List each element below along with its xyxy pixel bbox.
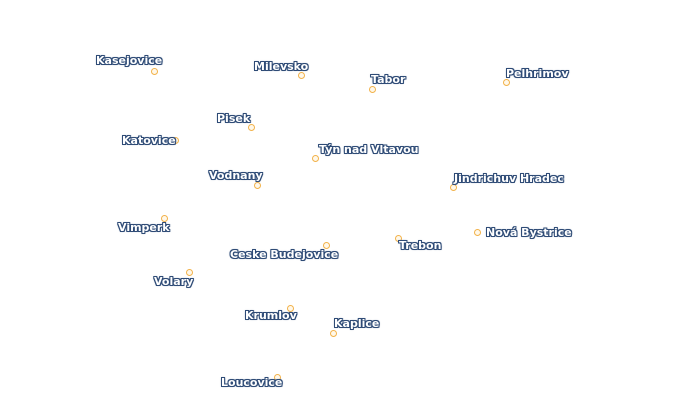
place-label-loucovice: Loucovice — [221, 376, 283, 389]
place-label-milevsko: Milevsko — [254, 60, 309, 73]
place-label-pisek: Pisek — [217, 112, 251, 125]
place-label-vimperk: Vimperk — [118, 221, 170, 234]
place-label-volary: Volary — [154, 275, 194, 288]
place-label-nova-bystrice: Nová Bystrice — [486, 226, 572, 239]
place-label-vodnany: Vodnany — [209, 169, 263, 182]
place-label-jindrichuv-hradec: Jindrichuv Hradec — [454, 172, 564, 185]
place-marker-pelhrimov[interactable] — [503, 79, 510, 86]
place-marker-nova-bystrice[interactable] — [474, 229, 481, 236]
place-marker-jindrichuv-hradec[interactable] — [450, 184, 457, 191]
place-marker-katovice[interactable] — [172, 137, 179, 144]
place-marker-volary[interactable] — [186, 269, 193, 276]
place-marker-vodnany[interactable] — [254, 182, 261, 189]
place-marker-tyn-nad-vltavou[interactable] — [312, 155, 319, 162]
place-marker-kasejovice[interactable] — [151, 68, 158, 75]
place-label-tyn-nad-vltavou: Týn nad Vltavou — [319, 143, 419, 156]
place-label-tabor: Tabor — [371, 73, 406, 86]
place-label-katovice: Katovice — [122, 134, 176, 147]
place-label-trebon: Trebon — [399, 239, 442, 252]
place-label-krumlov: Krumlov — [245, 309, 297, 322]
place-marker-pisek[interactable] — [248, 124, 255, 131]
place-label-kaplice: Kaplice — [334, 317, 380, 330]
place-marker-loucovice[interactable] — [274, 374, 281, 381]
place-label-kasejovice: Kasejovice — [96, 54, 163, 67]
place-label-pelhrimov: Pelhrimov — [506, 67, 569, 80]
place-marker-milevsko[interactable] — [298, 72, 305, 79]
place-marker-krumlov[interactable] — [287, 305, 294, 312]
place-marker-trebon[interactable] — [395, 235, 402, 242]
place-marker-vimperk[interactable] — [161, 215, 168, 222]
place-marker-kaplice[interactable] — [330, 330, 337, 337]
place-marker-tabor[interactable] — [369, 86, 376, 93]
place-marker-ceske-budejovice[interactable] — [323, 242, 330, 249]
place-label-ceske-budejovice: Ceske Budejovice — [230, 248, 339, 261]
